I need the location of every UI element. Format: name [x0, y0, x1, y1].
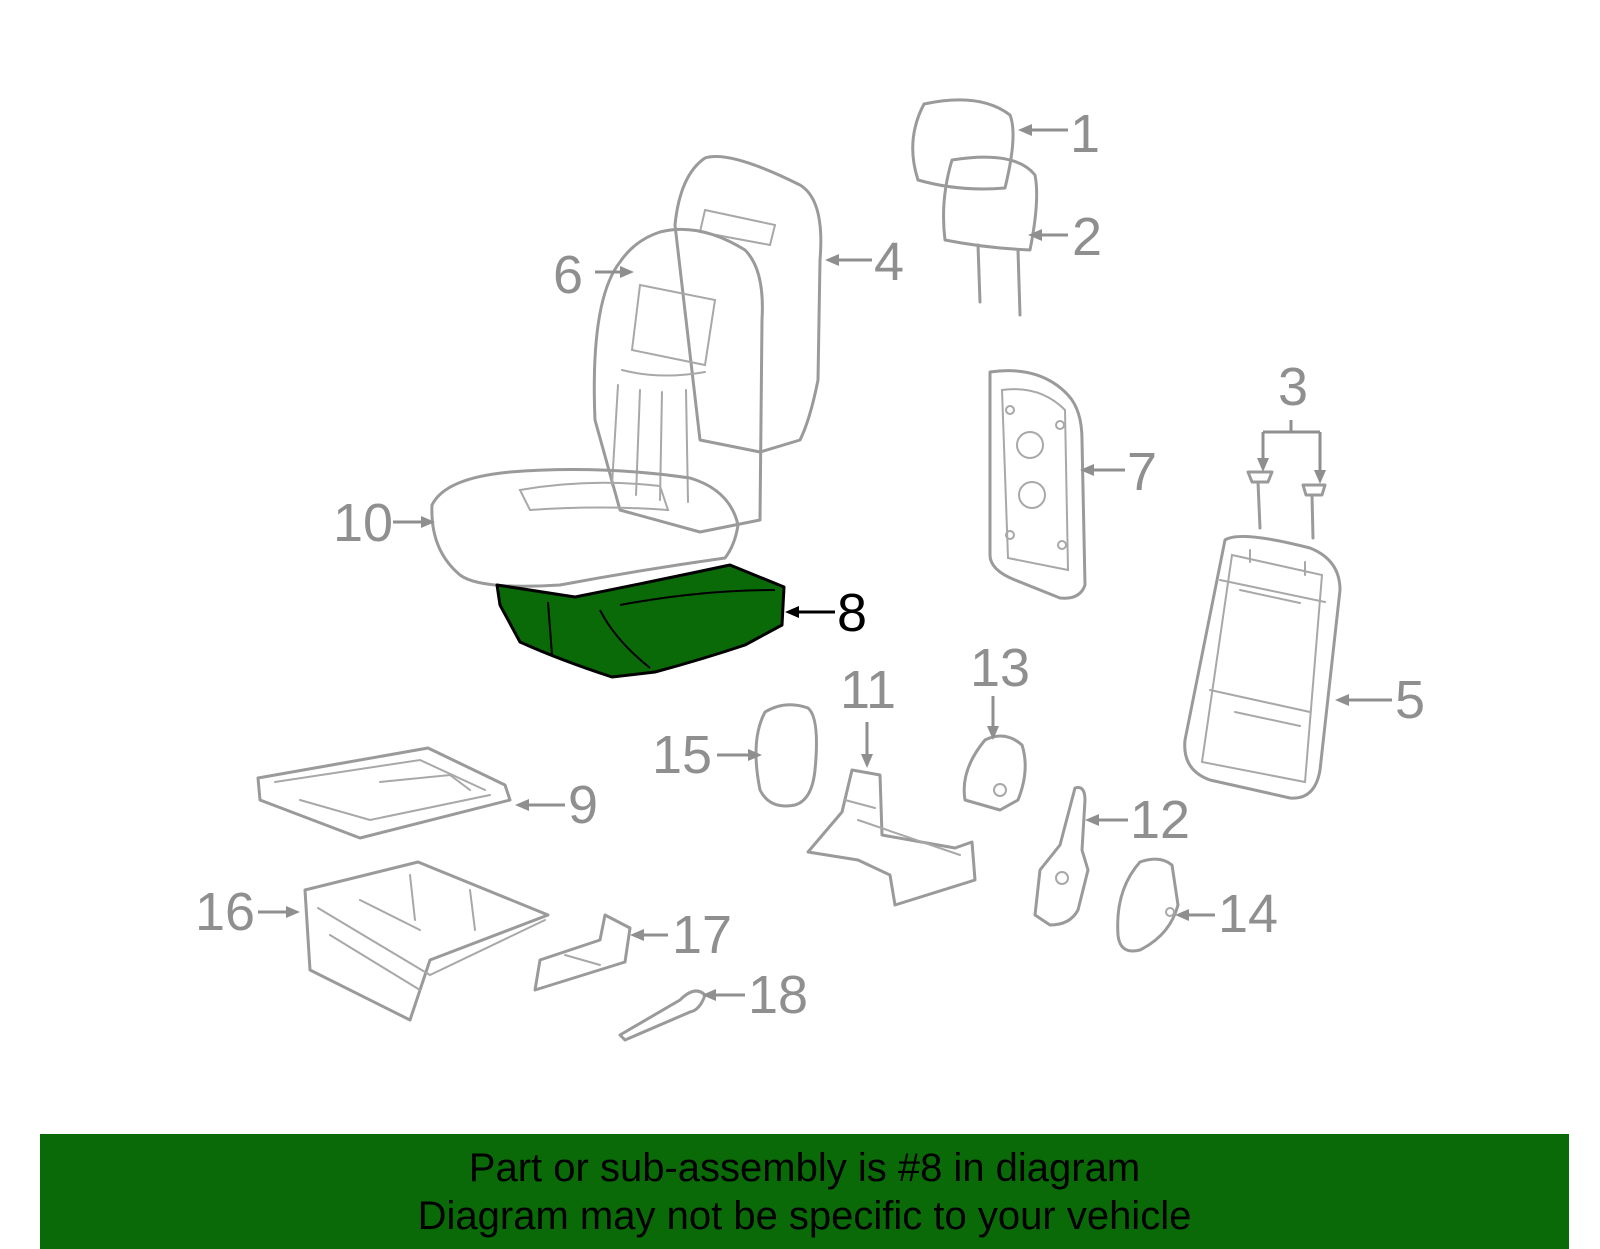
callout-arrows	[258, 124, 1392, 1001]
part-15-cover	[754, 703, 818, 808]
callout-12: 12	[1130, 790, 1190, 850]
banner-line-2: Diagram may not be specific to your vehi…	[417, 1194, 1192, 1238]
callout-16: 16	[195, 882, 255, 942]
callout-10: 10	[333, 493, 393, 553]
part-18-lever	[618, 989, 707, 1042]
seat-parts-diagram: 1 2 3 4 5 6 7 8 9 10 11 12 13 14 15 16 1…	[195, 98, 1425, 1042]
callout-14: 14	[1218, 884, 1278, 944]
callout-1: 1	[1070, 104, 1100, 164]
callout-2: 2	[1072, 207, 1102, 267]
part-3-clips	[1246, 470, 1327, 540]
callout-6: 6	[553, 245, 583, 305]
part-17-bracket	[533, 913, 632, 992]
part-12-hinge	[1033, 786, 1090, 927]
callout-8: 8	[837, 583, 867, 643]
part-5-frame	[1183, 534, 1342, 800]
part-8-cushion-pad	[495, 563, 786, 679]
banner-line-1: Part or sub-assembly is #8 in diagram	[468, 1146, 1141, 1190]
part-1-headrest	[911, 98, 1015, 191]
part-13-trim	[962, 734, 1027, 812]
part-14-cover	[1116, 857, 1180, 953]
callout-5: 5	[1395, 670, 1425, 730]
part-9-pan	[256, 746, 512, 840]
callout-9: 9	[568, 775, 598, 835]
callout-15: 15	[652, 725, 712, 785]
part-11-recliner	[806, 768, 977, 907]
part-6-seat-back-cover	[592, 227, 764, 534]
info-banner: Part or sub-assembly is #8 in diagram Di…	[40, 1134, 1569, 1249]
part-16-track	[303, 860, 550, 1022]
callout-18: 18	[748, 965, 808, 1025]
callout-13: 13	[970, 638, 1030, 698]
callout-3: 3	[1278, 357, 1308, 417]
callout-7: 7	[1127, 442, 1157, 502]
part-10-cushion	[430, 468, 740, 588]
callout-11: 11	[840, 660, 896, 720]
part-4-seat-back	[673, 155, 823, 454]
callout-4: 4	[874, 232, 904, 292]
part-7-panel	[988, 369, 1087, 600]
callout-labels: 1 2 3 4 5 6 7 8 9 10 11 12 13 14 15 16 1…	[195, 104, 1425, 1025]
part-2-headrest	[942, 155, 1039, 317]
callout-17: 17	[672, 905, 732, 965]
